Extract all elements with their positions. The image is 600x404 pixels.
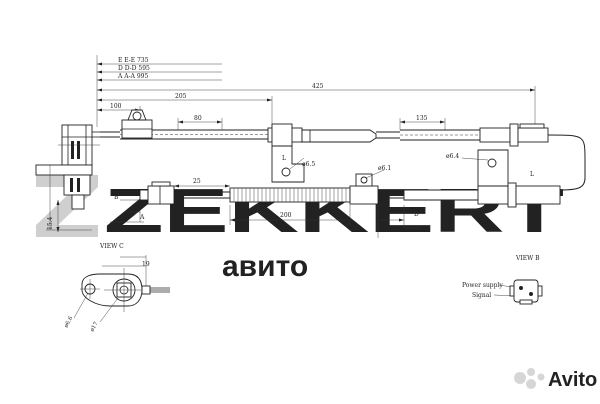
section-letter-A: A [139, 214, 145, 221]
dim-205: 205 [175, 93, 187, 100]
dim-dia-6-5-group: ø6.5 [289, 157, 315, 170]
view-c: VIEW C 19 ø6.6 ø17 [63, 243, 170, 333]
dim-dia-6-1: ø6.1 [378, 165, 391, 172]
left-connector-icon [139, 181, 175, 205]
lower-grommet-icon [403, 182, 561, 208]
top-dimension-stack: E E-E 735 D D-D 595 A A-A 995 425 205 10… [96, 55, 536, 130]
view-b-title: VIEW B [515, 255, 540, 262]
dim-15-4-group: 15.4 [47, 200, 60, 232]
section-letter-D: D [414, 211, 419, 218]
dim-dia-17: ø17 [89, 321, 99, 333]
power-supply-label: Power supply [462, 282, 503, 289]
lower-dimensions: 25 200 B A D [110, 178, 420, 238]
dim-dia-6-4: ø6.4 [446, 153, 459, 160]
dim-100: 100 [110, 103, 122, 110]
upper-cable: L ø6.5 [100, 109, 586, 191]
lower-cable: ø6.1 L ø6.4 [139, 149, 561, 208]
watermark-avito: Avito [548, 369, 597, 391]
cable-clip-icon [121, 109, 153, 139]
dim-a-a-995: A A-A 995 [117, 73, 148, 80]
connector-pinout-icon [509, 279, 543, 305]
grommet-icon [267, 123, 377, 147]
abs-sensor-head [35, 124, 100, 231]
dim-425: 425 [312, 83, 324, 90]
avito-logo-icon [514, 368, 545, 389]
dim-dia-6-1-group: ø6.1 [365, 165, 391, 179]
dim-15-4: 15.4 [47, 216, 54, 230]
dim-dia-6-5: ø6.5 [302, 161, 315, 168]
mounting-bracket-right: L [477, 149, 534, 187]
section-letter-B: B [114, 194, 119, 201]
dim-e-e-735: E E-E 735 [118, 57, 149, 64]
dim-200: 200 [280, 212, 292, 219]
upper-connector-clip-icon [479, 123, 549, 147]
corrugated-hose-icon [229, 187, 351, 203]
dim-135: 135 [416, 115, 428, 122]
dim-dia-6-6: ø6.6 [63, 315, 74, 329]
bracket-letter-L-right: L [530, 171, 534, 178]
watermark-site: авито [222, 250, 308, 283]
dim-19: 19 [142, 261, 150, 268]
dim-25: 25 [193, 178, 201, 185]
dim-d-d-595: D D-D 595 [118, 65, 150, 72]
view-c-title: VIEW C [99, 243, 124, 250]
dim-dia-6-4-group: ø6.4 [446, 153, 489, 161]
bracket-letter-L-left: L [282, 155, 286, 162]
signal-label: Signal [472, 292, 491, 299]
view-b: VIEW B Power supply Signal [462, 255, 543, 305]
mounting-bracket-left: L [271, 145, 305, 183]
dim-80: 80 [194, 115, 202, 122]
